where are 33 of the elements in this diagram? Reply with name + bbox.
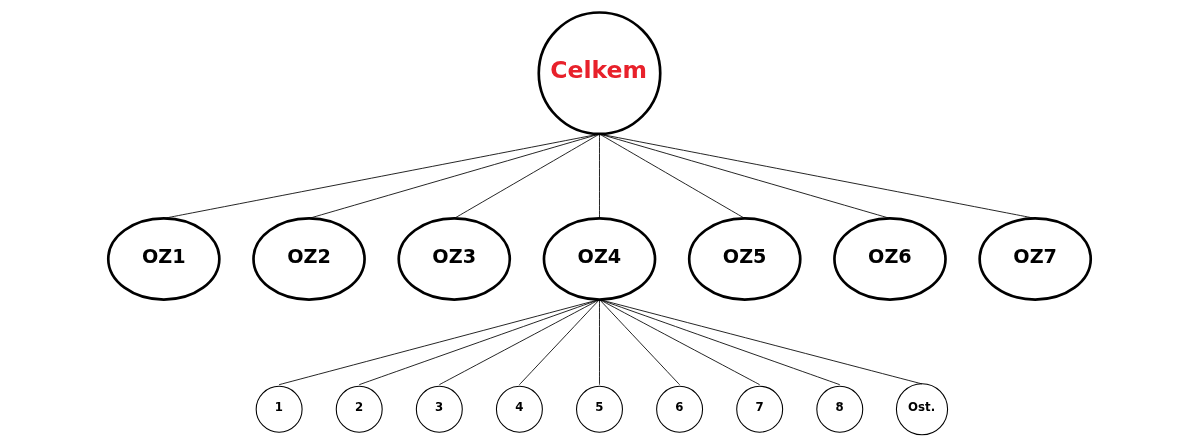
connector (598, 133, 600, 219)
node-circle: 1 (255, 385, 303, 433)
node-ellipse: OZ6 (832, 217, 947, 301)
connector (598, 133, 890, 219)
node-ellipse: OZ7 (977, 217, 1092, 301)
node-ellipse: OZ2 (251, 217, 366, 301)
node-circle: 3 (415, 385, 463, 433)
node-ellipse: OZ3 (396, 217, 511, 301)
connector (518, 299, 600, 386)
node-circle: 8 (815, 385, 863, 433)
connector (162, 133, 600, 219)
node-circle: 2 (335, 385, 383, 433)
node-circle: Ost. (895, 383, 948, 436)
connector (598, 299, 922, 385)
connector (453, 133, 600, 219)
connector (278, 299, 600, 386)
node-ellipse: OZ5 (687, 217, 802, 301)
node-circle: Celkem (536, 11, 662, 136)
node-circle: 5 (575, 385, 623, 433)
connector (308, 133, 600, 219)
connector (598, 299, 600, 386)
node-circle: 7 (735, 385, 783, 433)
node-circle: 4 (495, 385, 543, 433)
connector (598, 299, 680, 386)
connector (438, 299, 600, 386)
connector (598, 133, 745, 219)
node-ellipse: OZ4 (542, 217, 656, 301)
node-circle: 6 (655, 385, 703, 433)
connector (598, 299, 840, 386)
node-ellipse: OZ1 (106, 217, 221, 301)
connector (598, 133, 1036, 219)
connector (358, 299, 600, 386)
connector (598, 299, 760, 386)
